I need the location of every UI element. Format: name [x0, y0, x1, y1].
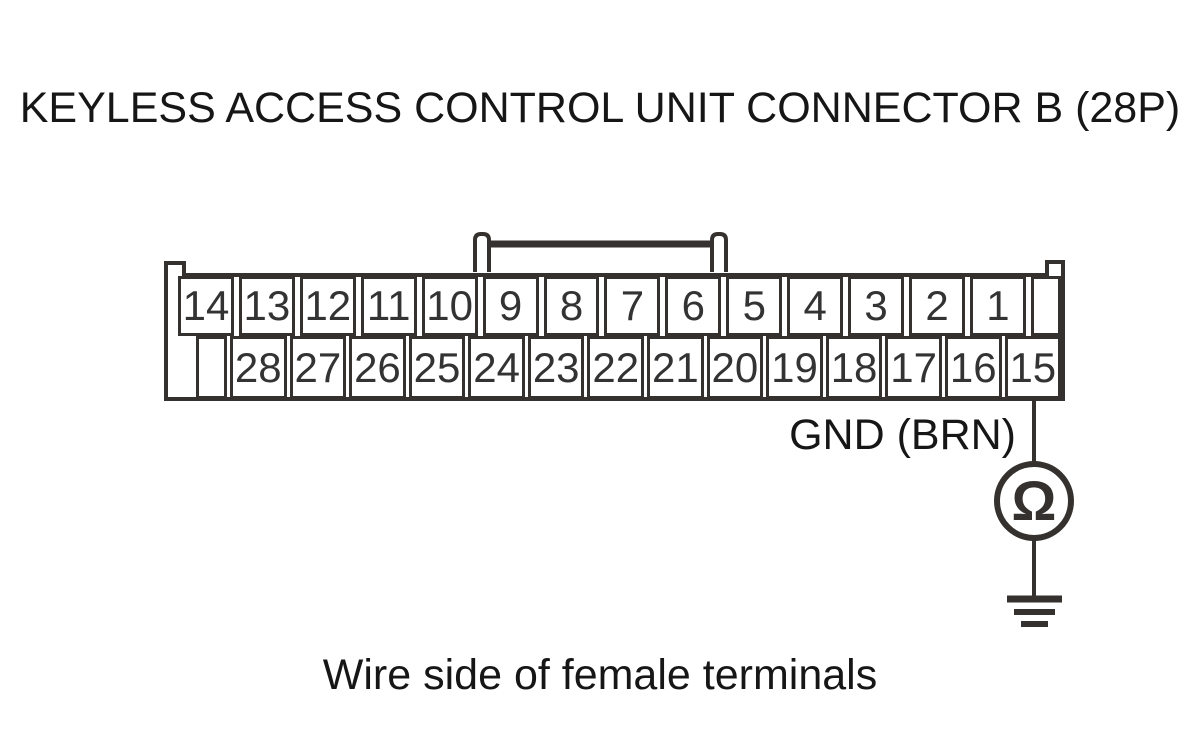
pin-18: 18 [825, 336, 883, 399]
pin-9: 9 [482, 276, 539, 336]
pin-14: 14 [178, 276, 234, 336]
ohmmeter-symbol: Ω [1011, 469, 1057, 532]
pin-20: 20 [706, 336, 764, 399]
pin-12: 12 [299, 276, 356, 336]
pin-6: 6 [665, 276, 722, 336]
diagram-caption: Wire side of female terminals [322, 651, 878, 699]
pin-19: 19 [766, 336, 823, 399]
pin-13: 13 [238, 276, 295, 336]
pin-7: 7 [604, 276, 661, 336]
pin-27: 27 [289, 336, 347, 399]
page-title: KEYLESS ACCESS CONTROL UNIT CONNECTOR B … [19, 84, 1181, 132]
pin-28: 28 [230, 336, 287, 399]
pin-24: 24 [468, 336, 525, 399]
pin-cell-empty [1030, 276, 1061, 336]
pin-21: 21 [647, 336, 704, 399]
lock-tab-left-prong-icon [473, 232, 491, 272]
pin-2: 2 [909, 276, 965, 336]
ohmmeter-icon [994, 461, 1074, 541]
pin-10: 10 [421, 276, 478, 336]
pin-25: 25 [408, 336, 466, 399]
pin-23: 23 [527, 336, 585, 399]
gnd-wire-label: GND (BRN) [789, 411, 1016, 459]
lock-tab-right-prong-icon [710, 232, 728, 272]
ground-icon [1007, 595, 1062, 627]
pin-4: 4 [787, 276, 844, 336]
pin-11: 11 [360, 276, 417, 336]
pin-1: 1 [969, 276, 1026, 336]
pin-16: 16 [944, 336, 1002, 399]
pin-15: 15 [1004, 336, 1062, 399]
pin-22: 22 [587, 336, 645, 399]
pin-8: 8 [543, 276, 600, 336]
pin-26: 26 [349, 336, 406, 399]
pin-cell-empty [196, 336, 227, 399]
pin-17: 17 [885, 336, 942, 399]
pin-5: 5 [726, 276, 783, 336]
pin-3: 3 [848, 276, 905, 336]
